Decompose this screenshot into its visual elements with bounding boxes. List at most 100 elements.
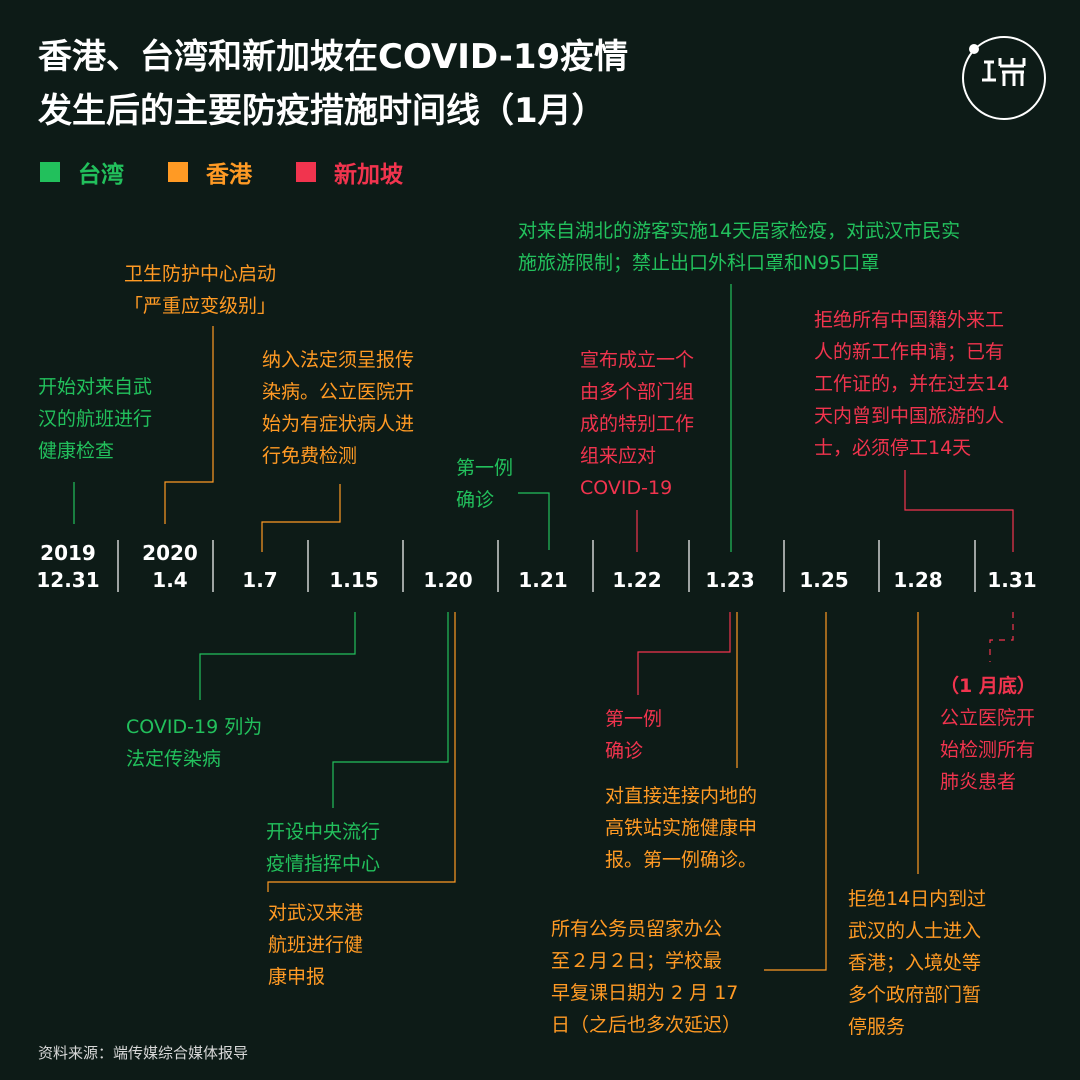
event-text-line: 香港；入境处等 — [848, 952, 982, 974]
legend-label-taiwan: 台湾 — [78, 162, 124, 188]
event-text-line: 汉的航班进行 — [38, 408, 153, 430]
connector-hongkong-125 — [764, 612, 827, 971]
event-text-line: 组来应对 — [580, 445, 657, 467]
connector-hongkong-104 — [164, 326, 214, 524]
title-line-1: 香港、台湾和新加坡在COVID-19疫情 — [38, 37, 629, 77]
event-text-line: 成的特别工作 — [580, 413, 695, 435]
connector-taiwan-121 — [518, 492, 550, 550]
tick-label-122: 1.22 — [612, 568, 662, 592]
event-singapore-123: 第一例 确诊 — [605, 703, 662, 767]
event-hongkong-120: 对武汉来港 航班进行健 康申报 — [268, 897, 363, 993]
event-text-line: 始为有症状病人进 — [262, 413, 415, 435]
event-text-line: 法定传染病 — [126, 748, 222, 770]
event-text-line: 宣布成立一个 — [580, 349, 695, 371]
event-text-line: COVID-19 — [580, 477, 673, 499]
event-text-line: 对来自湖北的游客实施14天居家检疫，对武汉市民实 — [518, 220, 961, 242]
event-text-line: 开设中央流行 — [266, 821, 381, 843]
source-note: 资料来源：端传媒综合媒体报导 — [38, 1044, 249, 1062]
event-text-line: 至２月２日；学校最 — [551, 950, 723, 972]
event-text-line: 第一例 — [456, 457, 514, 479]
initium-logo-icon — [982, 58, 1026, 86]
event-text-line: 报。第一例确诊。 — [605, 849, 758, 871]
event-text-line: 确诊 — [605, 740, 644, 762]
legend-label-hongkong: 香港 — [206, 162, 252, 188]
logo-circle — [962, 36, 1046, 120]
legend-item-hongkong: 香港 — [168, 152, 252, 192]
event-text-line: 「严重应变级别」 — [124, 295, 277, 317]
event-text-line: 疫情指挥中心 — [266, 853, 381, 875]
legend-item-taiwan: 台湾 — [40, 152, 124, 192]
tick-label-125: 1.25 — [799, 568, 849, 592]
event-singapore-131: 拒绝所有中国籍外来工 人的新工作申请；已有 工作证的，并在过去14 天内曾到中国… — [814, 304, 1009, 464]
legend-swatch-singapore — [296, 162, 316, 182]
event-text-line: 由多个部门组 — [580, 381, 695, 403]
event-hongkong-128: 拒绝14日内到过 武汉的人士进入 香港；入境处等 多个政府部门暂 停服务 — [848, 883, 986, 1043]
event-hongkong-104: 卫生防护中心启动 「严重应变级别」 — [124, 258, 276, 322]
event-text-line: 始检测所有 — [940, 739, 1036, 761]
event-text-line: 多个政府部门暂 — [848, 984, 982, 1006]
logo-dot — [969, 44, 979, 54]
tick-date: 12.31 — [36, 568, 100, 592]
connector-taiwan-115 — [199, 612, 356, 700]
event-text-line: 染病。公立医院开 — [262, 381, 415, 403]
legend-item-singapore: 新加坡 — [296, 152, 403, 192]
tick-label-121: 1.21 — [518, 568, 568, 592]
event-text-line: 停服务 — [848, 1016, 906, 1038]
event-text-line: 武汉的人士进入 — [848, 920, 982, 942]
event-date-note: （1 月底） — [940, 675, 1036, 697]
event-text-line: 纳入法定须呈报传 — [262, 349, 415, 371]
event-text-line: 对武汉来港 — [268, 902, 364, 924]
event-taiwan-123: 对来自湖北的游客实施14天居家检疫，对武汉市民实 施旅游限制；禁止出口外科口罩和… — [518, 215, 960, 279]
event-text-line: 天内曾到中国旅游的人 — [814, 405, 1005, 427]
event-singapore-end-of-january: （1 月底） 公立医院开 始检测所有 肺炎患者 — [940, 670, 1036, 798]
event-taiwan-1231: 开始对来自武 汉的航班进行 健康检查 — [38, 371, 152, 467]
event-text-line: 航班进行健 — [268, 934, 364, 956]
event-text-line: 公立医院开 — [940, 707, 1036, 729]
event-text-line: 第一例 — [605, 708, 663, 730]
event-text-line: 肺炎患者 — [940, 771, 1017, 793]
event-text-line: 健康检查 — [38, 440, 115, 462]
tick-label-120: 1.20 — [423, 568, 473, 592]
event-taiwan-120: 开设中央流行 疫情指挥中心 — [266, 816, 380, 880]
event-taiwan-121: 第一例 确诊 — [456, 452, 513, 516]
tick-label-123: 1.23 — [705, 568, 755, 592]
event-text-line: 拒绝14日内到过 — [848, 888, 987, 910]
connector-singapore-123 — [637, 612, 731, 695]
tick-label-131: 1.31 — [987, 568, 1037, 592]
event-text-line: 工作证的，并在过去14 — [814, 373, 1010, 395]
event-text-line: 拒绝所有中国籍外来工 — [814, 309, 1005, 331]
legend-swatch-hongkong — [168, 162, 188, 182]
event-text-line: 对直接连接内地的 — [605, 785, 758, 807]
event-hongkong-107: 纳入法定须呈报传 染病。公立医院开 始为有症状病人进 行免费检测 — [262, 344, 414, 472]
event-text-line: 高铁站实施健康申 — [605, 817, 758, 839]
event-taiwan-115: COVID-19 列为 法定传染病 — [126, 711, 262, 775]
event-hongkong-125: 所有公务员留家办公 至２月２日；学校最 早复课日期为 2 月 17 日（之后也多… — [551, 913, 741, 1041]
event-text-line: 早复课日期为 2 月 17 — [551, 982, 739, 1004]
event-text-line: 康申报 — [268, 966, 326, 988]
event-text-line: 人的新工作申请；已有 — [814, 341, 1005, 363]
tick-label-115: 1.15 — [329, 568, 379, 592]
event-text-line: 所有公务员留家办公 — [551, 918, 723, 940]
connector-singapore-131 — [904, 470, 1014, 552]
event-text-line: COVID-19 列为 — [126, 716, 263, 738]
tick-label-104: 2020 1.4 — [130, 540, 210, 594]
page-title: 香港、台湾和新加坡在COVID-19疫情 发生后的主要防疫措施时间线（1月） — [38, 30, 938, 138]
connector-hongkong-120 — [267, 612, 456, 892]
tick-year: 2019 — [40, 541, 96, 565]
connector-singapore-end — [989, 612, 1014, 662]
legend-swatch-taiwan — [40, 162, 60, 182]
tick-label-107: 1.7 — [242, 568, 278, 592]
event-text-line: 施旅游限制；禁止出口外科口罩和N95口罩 — [518, 252, 880, 274]
event-text-line: 士，必须停工14天 — [814, 437, 972, 459]
tick-year: 2020 — [142, 541, 198, 565]
connector-hongkong-107 — [261, 484, 341, 552]
tick-date: 1.4 — [152, 568, 188, 592]
event-text-line: 开始对来自武 — [38, 376, 153, 398]
event-text-line: 日（之后也多次延迟） — [551, 1014, 742, 1036]
title-line-2: 发生后的主要防疫措施时间线（1月） — [38, 91, 606, 131]
tick-label-128: 1.28 — [893, 568, 943, 592]
event-text-line: 确诊 — [456, 489, 495, 511]
event-singapore-122: 宣布成立一个 由多个部门组 成的特别工作 组来应对 COVID-19 — [580, 344, 694, 504]
event-hongkong-123: 对直接连接内地的 高铁站实施健康申 报。第一例确诊。 — [605, 780, 757, 876]
